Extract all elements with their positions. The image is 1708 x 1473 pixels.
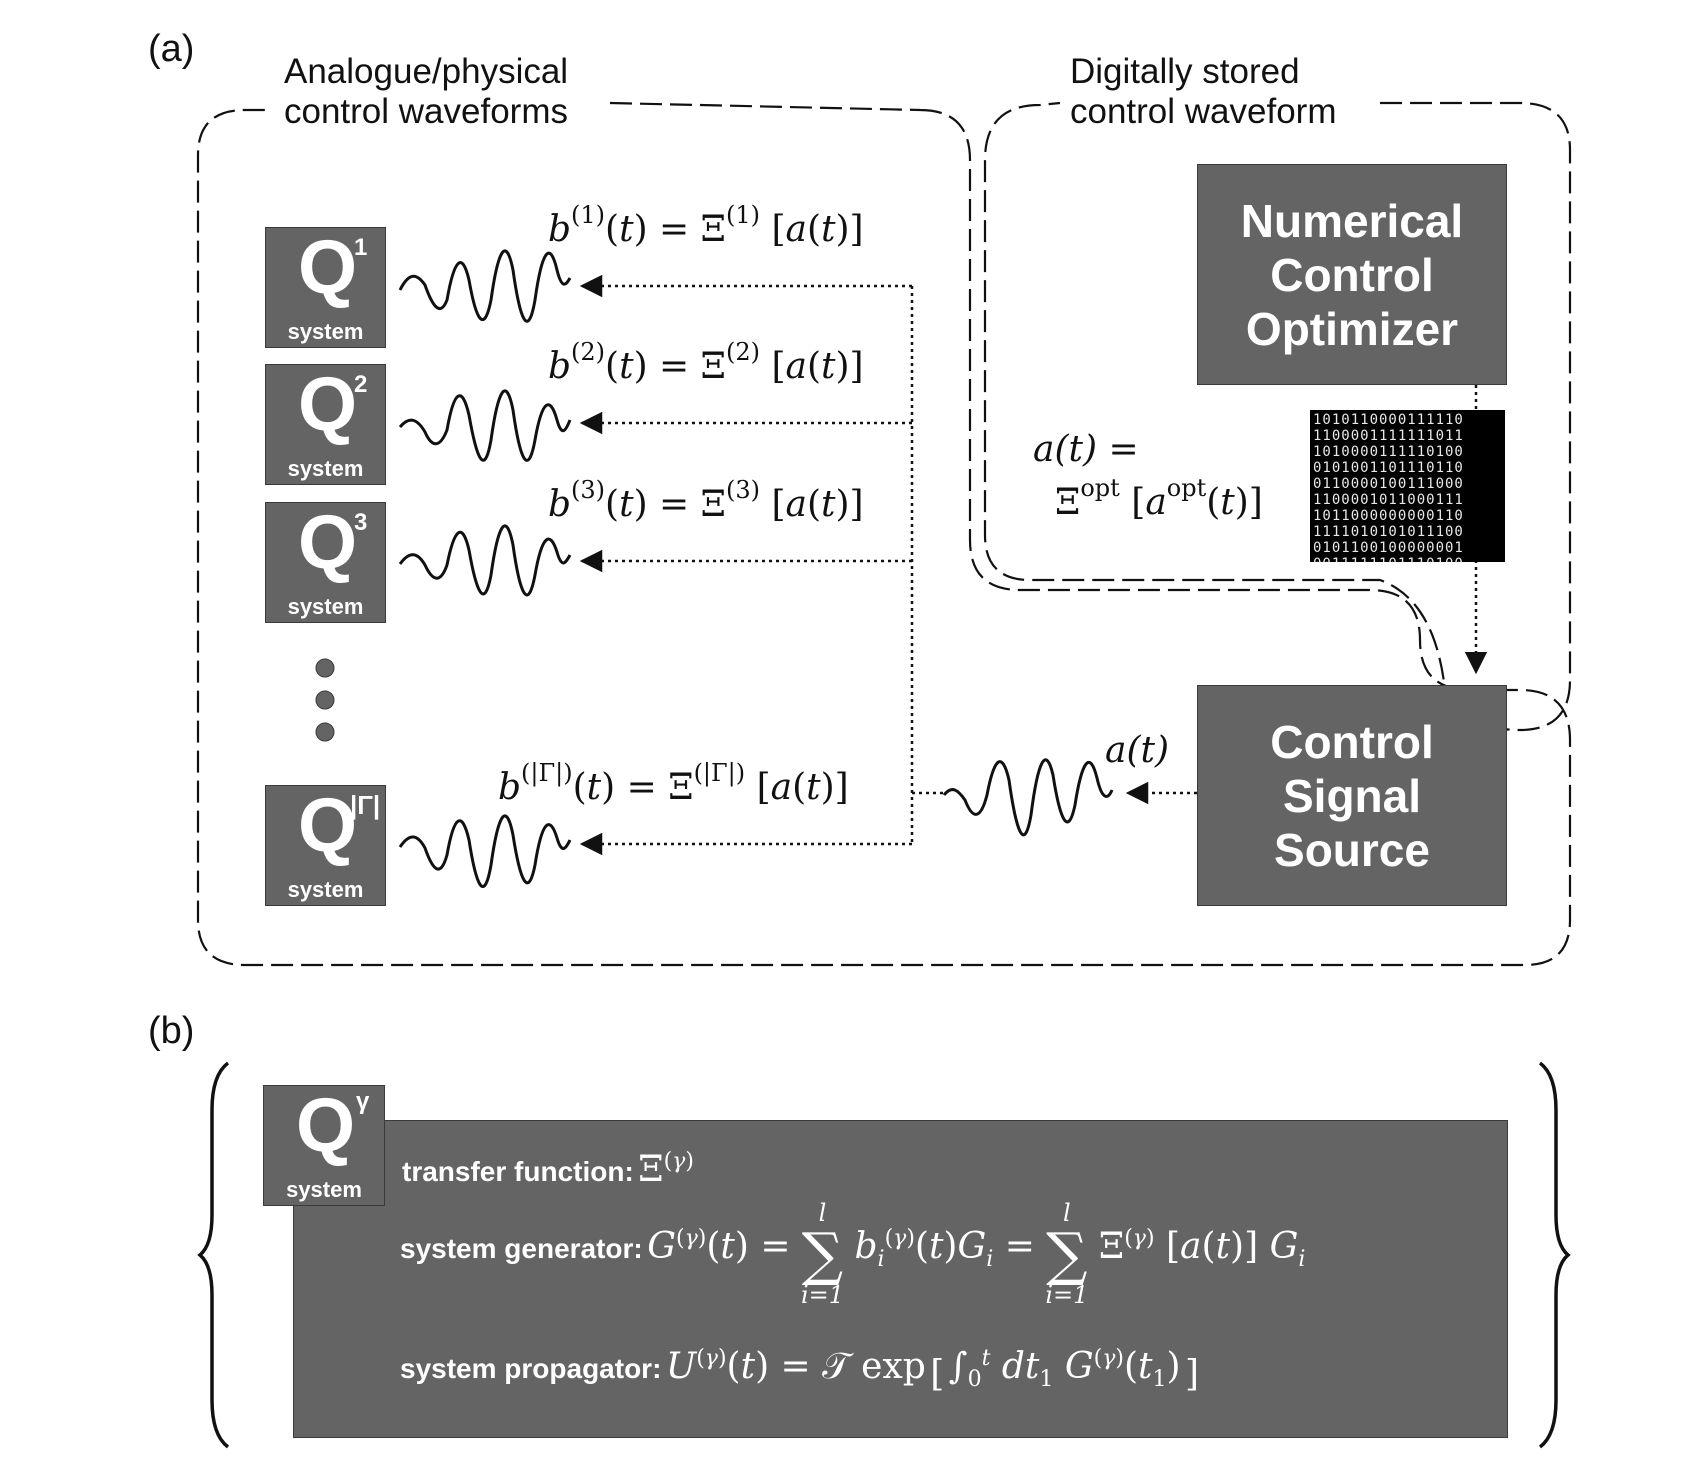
system-caption: system — [287, 877, 364, 902]
system-caption: system — [287, 594, 364, 619]
eq-xi-index: (1) — [726, 201, 760, 229]
digital-title-line-1: Digitally stored — [1070, 52, 1300, 91]
panel-a-label: (a) — [148, 28, 195, 70]
analogue-title-line-2: control waveforms — [284, 92, 568, 131]
left-brace — [197, 1061, 230, 1449]
system-letter: Q — [296, 1083, 356, 1168]
optimizer-line-2: Control — [1270, 248, 1434, 301]
sum-symbol-1: l ∑ i=1 — [800, 1199, 845, 1309]
opt-eq-line-2: Ξopt [aopt(t)] — [1055, 474, 1263, 523]
binary-row: 1100001011000111 — [1313, 492, 1464, 508]
opt-eq-line-1: a(t) = — [1033, 429, 1139, 470]
ellipsis-dot-2 — [315, 690, 335, 710]
propagator-label: system propagator: — [400, 1353, 662, 1384]
propagator-row: system propagator: U(γ)(t) = 𝒯 exp [ ∫0t… — [400, 1346, 1199, 1395]
binary-row: 0101100100000001 — [1313, 540, 1464, 556]
equation-b2: b(2)(t) = Ξ(2) [a(t)] — [548, 338, 864, 387]
eq-xi-index: (3) — [726, 476, 760, 504]
source-line-2: Signal — [1282, 769, 1422, 822]
analogue-title-line-1: Analogue/physical — [284, 52, 569, 91]
eq-b-index: (3) — [571, 476, 606, 504]
binary-row: 1010110000111110 — [1313, 412, 1464, 428]
optimizer-line-3: Optimizer — [1245, 302, 1459, 355]
eq-xi-index: (2) — [726, 338, 760, 366]
waveform-at — [942, 758, 1114, 837]
digital-title-line-2: control waveform — [1070, 92, 1337, 131]
system-caption: system — [286, 1177, 362, 1202]
numerical-control-optimizer-box: Numerical Control Optimizer — [1197, 164, 1507, 385]
at-label: a(t) — [1105, 730, 1170, 771]
binary-row: 0011111101110100 — [1313, 556, 1502, 562]
system-description-box: transfer function: Ξ(γ) system generator… — [293, 1120, 1508, 1438]
waveform-2 — [398, 389, 572, 462]
eq-b-index: (|Γ|) — [521, 759, 573, 787]
system-index: 1 — [354, 234, 368, 261]
system-letter: Q — [298, 362, 358, 447]
eq-xi-index: (|Γ|) — [693, 759, 746, 787]
binary-data-image: 1010110000111110 1100001111111011 101000… — [1310, 410, 1505, 562]
binary-row: 1010000111110100 — [1313, 444, 1464, 460]
system-index: γ — [356, 1088, 370, 1115]
sum-lower: i=1 — [800, 1281, 845, 1309]
sum-upper: l — [1063, 1199, 1071, 1227]
system-index: 3 — [354, 509, 368, 536]
binary-row: 1100001111111011 — [1313, 428, 1464, 444]
opt-a-sup: opt — [1166, 474, 1207, 502]
ellipsis-dot-3 — [315, 722, 335, 742]
binary-row: 1111010101011100 — [1313, 524, 1464, 540]
optimizer-line-1: Numerical — [1240, 194, 1464, 247]
analogue-region-title: Analogue/physical control waveforms — [274, 52, 579, 132]
panel-b-label: (b) — [148, 1010, 195, 1052]
binary-row: 0110000100111000 — [1313, 476, 1464, 492]
equation-b1: b(1)(t) = Ξ(1) [a(t)] — [548, 201, 864, 250]
system-letter: Q — [298, 783, 358, 868]
source-line-1: Control — [1270, 715, 1434, 768]
system-box-2: Q 2 system — [265, 364, 386, 485]
opt-xi-sup: opt — [1080, 474, 1120, 502]
system-index: |Γ| — [350, 790, 381, 820]
system-caption: system — [287, 456, 364, 481]
sum-symbol-2: l ∑ i=1 — [1045, 1199, 1089, 1309]
analogue-region-border — [196, 101, 1572, 967]
equation-b3: b(3)(t) = Ξ(3) [a(t)] — [548, 476, 864, 525]
transfer-function-row: transfer function: Ξ(γ) — [402, 1149, 694, 1190]
system-letter: Q — [298, 225, 358, 310]
source-line-3: Source — [1274, 823, 1430, 876]
binary-row: 0101001101110110 — [1313, 460, 1464, 476]
digital-region-border — [983, 101, 1572, 732]
right-brace — [1538, 1061, 1571, 1449]
system-box-gamma: Q |Γ| system — [265, 785, 386, 906]
binary-row: 1011000000000110 — [1313, 508, 1464, 524]
system-caption: system — [287, 319, 364, 344]
system-box-gamma-detail: Q γ system — [263, 1085, 385, 1206]
system-index: 2 — [354, 371, 368, 398]
eq-b-index: (2) — [571, 338, 606, 366]
system-letter: Q — [298, 500, 358, 585]
sum-lower: i=1 — [1045, 1281, 1089, 1309]
waveform-3 — [398, 524, 572, 597]
equation-b-gamma: b(|Γ|)(t) = Ξ(|Γ|) [a(t)] — [498, 759, 849, 808]
generator-row: system generator: G(γ)(t) = l ∑ i=1 bi(γ… — [400, 1199, 1306, 1309]
ellipsis-dot-1 — [315, 658, 335, 678]
eq-b-index: (1) — [571, 201, 606, 229]
generator-label: system generator: — [400, 1233, 643, 1265]
sum-upper: l — [818, 1199, 827, 1227]
waveform-4 — [398, 814, 572, 889]
system-box-1: Q 1 system — [265, 227, 386, 348]
system-box-3: Q 3 system — [265, 502, 386, 623]
waveform-1 — [398, 249, 572, 323]
control-signal-source-box: Control Signal Source — [1197, 685, 1507, 906]
digital-region-title: Digitally stored control waveform — [1060, 52, 1347, 132]
transfer-label: transfer function: — [402, 1156, 634, 1187]
